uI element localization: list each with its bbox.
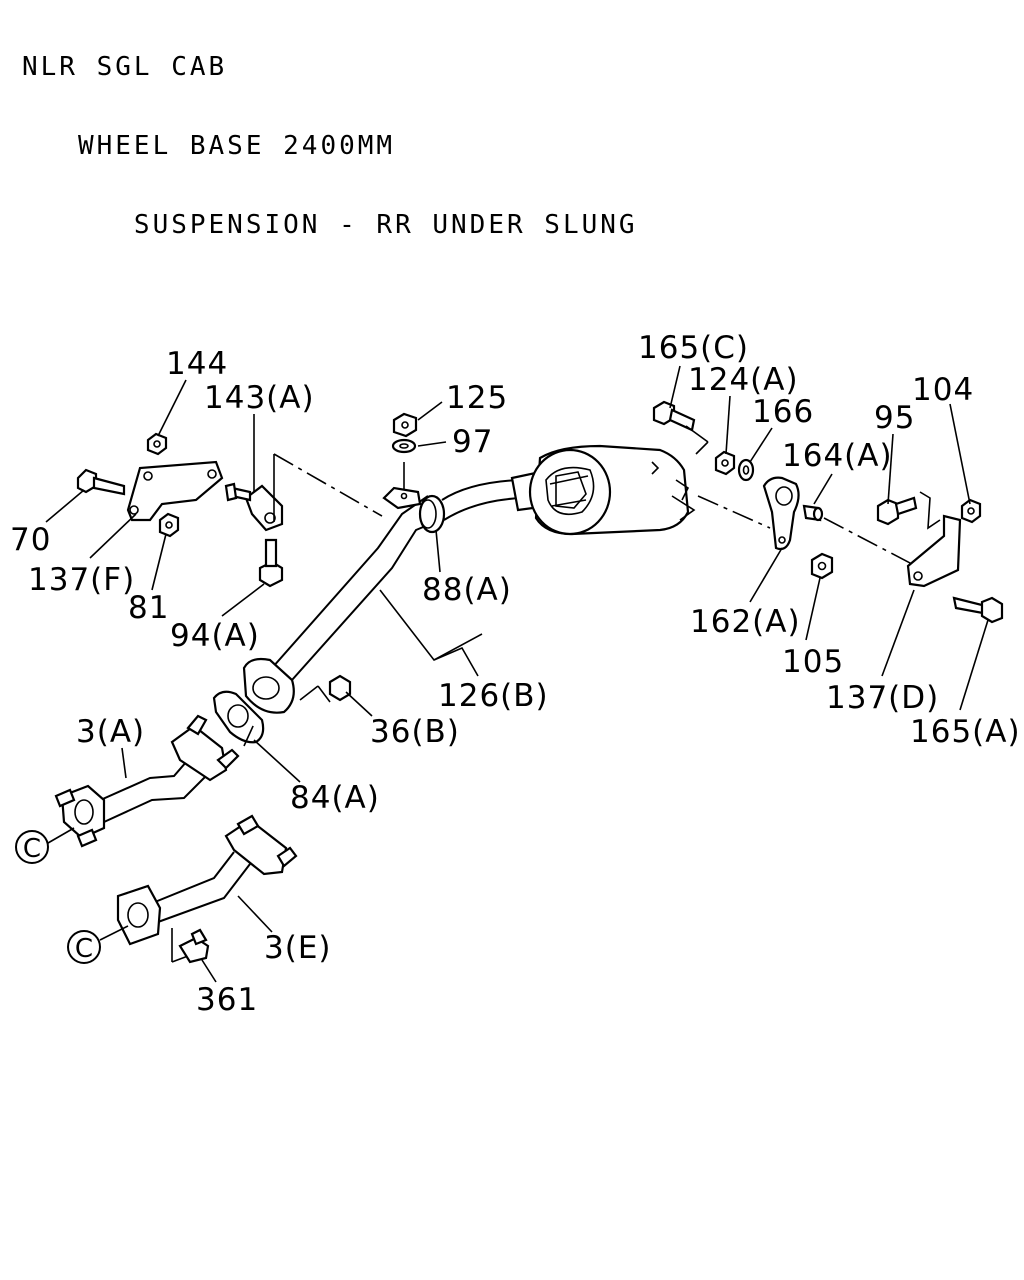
- diagram-header: NLR SGL CAB WHEEL BASE 2400MM SUSPENSION…: [22, 2, 638, 291]
- bolt-165c-leader-stub2: [695, 441, 709, 455]
- callout-162a: 162(A): [690, 604, 801, 640]
- bolt-94a: [258, 538, 284, 588]
- bracket-137f: [126, 460, 224, 522]
- pipe-hanger-bracket: [382, 462, 422, 510]
- bolt-70: [76, 468, 126, 496]
- header-suspension: SUSPENSION - RR UNDER SLUNG: [22, 210, 638, 240]
- bracket-162a: [762, 476, 800, 551]
- clamp-88a: [418, 494, 446, 534]
- callout-125: 125: [446, 380, 508, 416]
- bolt-165c: [652, 400, 696, 432]
- nut-81: [158, 512, 180, 538]
- callout-36b: 36(B): [370, 714, 460, 750]
- bolt-95: [876, 496, 918, 526]
- callout-94a: 94(A): [170, 618, 260, 654]
- nut-36b: [299, 674, 352, 703]
- washer-166: [737, 458, 755, 482]
- muffler-body: [510, 444, 696, 536]
- centerline-hanger-left: [273, 453, 383, 517]
- callout-165c: 165(C): [638, 330, 749, 366]
- nut-105: [810, 552, 834, 580]
- connector-c2-label: C: [75, 934, 93, 964]
- callout-361: 361: [196, 982, 258, 1018]
- callout-97: 97: [452, 424, 493, 460]
- centerline-pin: [823, 517, 913, 565]
- nut-125: [392, 412, 418, 438]
- callout-81: 81: [128, 590, 169, 626]
- callout-144: 144: [166, 346, 228, 382]
- front-pipe-3a: [54, 714, 240, 848]
- bolt-165c-leader-stub: [685, 425, 709, 443]
- callout-84a: 84(A): [290, 780, 380, 816]
- front-pipe-3e: [116, 814, 298, 964]
- callout-137d: 137(D): [826, 680, 939, 716]
- rubber-hanger-143a: [224, 482, 284, 532]
- centerline-flange: [243, 723, 255, 747]
- connector-marker-c-2: C: [67, 925, 129, 964]
- nut-104: [960, 498, 982, 524]
- callout-3a: 3(A): [76, 714, 145, 750]
- callout-126b: 126(B): [438, 678, 549, 714]
- callout-143a: 143(A): [204, 380, 315, 416]
- callout-164a: 164(A): [782, 438, 893, 474]
- bolt-165a: [952, 596, 1004, 624]
- callout-137f: 137(F): [28, 562, 135, 598]
- callout-104: 104: [912, 372, 974, 408]
- callout-3e: 3(E): [264, 930, 332, 966]
- connector-c1-label: C: [23, 834, 41, 864]
- pin-164a: [802, 504, 824, 522]
- callout-166: 166: [752, 394, 814, 430]
- connector-marker-c-1: C: [15, 827, 75, 864]
- callout-124a: 124(A): [688, 362, 799, 398]
- callout-95: 95: [874, 400, 915, 436]
- callout-105: 105: [782, 644, 844, 680]
- nut-144: [146, 432, 168, 456]
- nut-124a: [714, 450, 736, 476]
- callout-165a: 165(A): [910, 714, 1021, 750]
- callout-88a: 88(A): [422, 572, 512, 608]
- header-model: NLR SGL CAB: [22, 52, 228, 82]
- header-wheelbase: WHEEL BASE 2400MM: [22, 131, 396, 161]
- front-flange: [242, 657, 295, 714]
- washer-97: [391, 438, 417, 454]
- callout-70: 70: [10, 522, 51, 558]
- bracket-137d: [906, 491, 962, 588]
- leader-lines: [45, 365, 989, 983]
- centerline-hanger-right: [697, 495, 771, 529]
